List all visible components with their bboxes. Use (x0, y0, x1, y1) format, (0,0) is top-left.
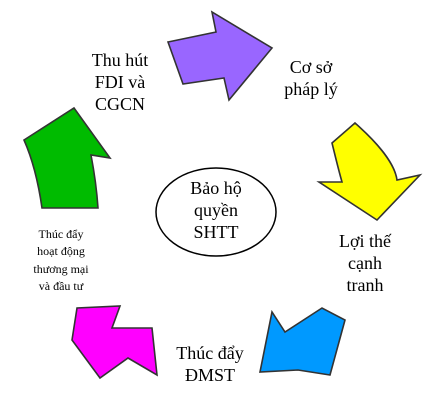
green-arrow (22, 106, 112, 209)
node-thuc-day-dmst: Thúc đẩy ĐMST (164, 343, 256, 387)
magenta-arrow (71, 305, 158, 380)
node-line: FDI và (94, 71, 146, 92)
blue-arrow (259, 307, 346, 376)
node-line: Lợi thế (338, 231, 391, 251)
node-line: hoạt động (37, 244, 85, 259)
node-line: CGCN (94, 93, 145, 114)
node-line: Thu hút (91, 50, 149, 70)
node-line: pháp lý (284, 78, 338, 99)
node-thuc-day-thuong-mai: Thúc đẩy hoạt động thương mại và đầu tư (12, 226, 110, 296)
node-line: ĐMST (184, 364, 235, 385)
center-line: Bảo hộ (190, 178, 242, 198)
center-line: SHTT (193, 221, 239, 242)
node-loi-the-canh-tranh: Lợi thế cạnh tranh (322, 231, 408, 297)
node-line: Thúc đẩy (38, 227, 84, 241)
node-line: thương mại (33, 261, 89, 276)
node-line: Cơ sở (289, 57, 333, 77)
node-line: và đầu tư (38, 279, 84, 294)
center-label: Bảo hộ quyền SHTT (166, 178, 266, 244)
purple-arrow (166, 10, 274, 102)
node-line: cạnh (348, 252, 382, 273)
node-line: tranh (346, 274, 384, 295)
center-ellipse (155, 167, 277, 257)
node-line: Thúc đẩy (176, 343, 244, 363)
node-co-so-phap-ly: Cơ sở pháp lý (268, 57, 354, 101)
yellow-arrow (316, 121, 423, 222)
center-line: quyền (194, 199, 238, 220)
node-thu-hut-fdi: Thu hút FDI và CGCN (72, 50, 168, 116)
